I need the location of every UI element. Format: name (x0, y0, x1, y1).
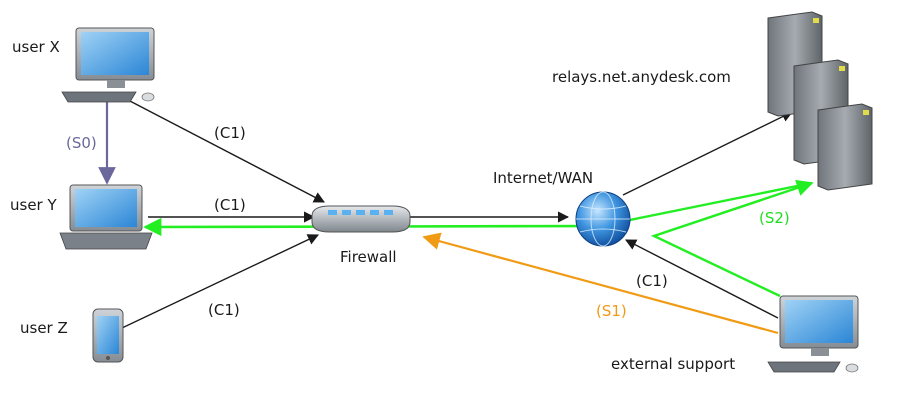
conn-internet-relays (622, 111, 794, 196)
conn-s2-internet-relays (619, 181, 813, 224)
label-c1-userx: (C1) (214, 124, 246, 142)
laptop-icon-usery (59, 184, 153, 250)
label-c1-userz: (C1) (208, 301, 240, 319)
conn-c1-userx-firewall (127, 99, 325, 203)
label-c1-usery: (C1) (214, 196, 246, 214)
label-s1: (S1) (596, 302, 627, 320)
firewall-icon (311, 205, 411, 233)
conn-s1-support-firewall (422, 232, 779, 335)
label-user-x: user X (12, 38, 60, 56)
globe-icon (575, 191, 631, 247)
label-s0: (S0) (66, 134, 97, 152)
conn-s2-support-relays (650, 179, 814, 298)
label-c1-support: (C1) (636, 272, 668, 290)
label-external-support: external support (611, 355, 735, 373)
conn-c1-userz-firewall (121, 234, 320, 329)
desktop-icon-userx (61, 27, 155, 103)
label-relays: relays.net.anydesk.com (552, 68, 731, 86)
desktop-icon-external-support (767, 295, 859, 373)
label-internet: Internet/WAN (493, 169, 593, 187)
label-s2: (S2) (759, 209, 790, 227)
label-user-z: user Z (20, 319, 68, 337)
label-firewall: Firewall (340, 248, 397, 266)
server-icon-relay-3 (817, 103, 873, 191)
conn-c1-support-internet (625, 239, 779, 319)
label-user-y: user Y (10, 196, 57, 214)
phone-icon-userz (92, 308, 124, 363)
